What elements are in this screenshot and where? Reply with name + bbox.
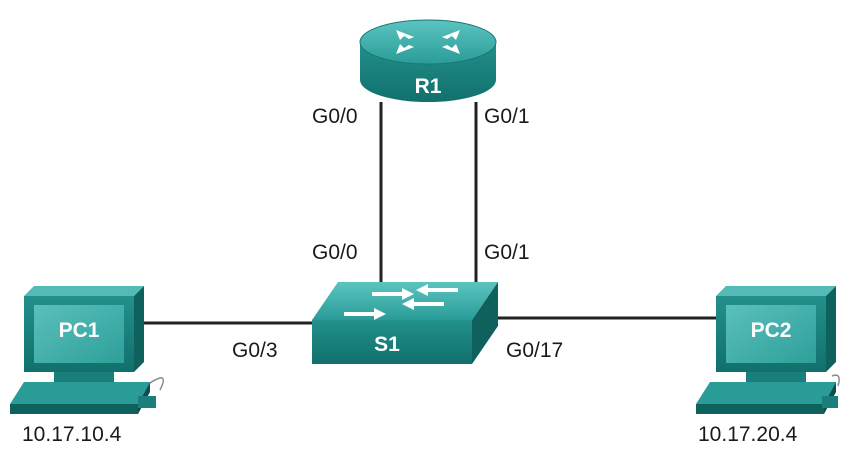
pc2-icon[interactable] [696,286,840,414]
switch-icon[interactable] [312,282,498,364]
r1-port-g01-label: G0/1 [484,105,530,128]
pc1-icon[interactable] [10,286,165,414]
pc2-label: PC2 [750,319,792,342]
s1-port-g017-label: G0/17 [506,339,564,362]
s1-port-g00-label: G0/0 [312,241,358,264]
router-label: R1 [414,75,442,98]
s1-port-g01-label: G0/1 [484,241,530,264]
r1-port-g00-label: G0/0 [312,105,358,128]
pc2-ip-address: 10.17.20.4 [698,423,798,446]
switch-label: S1 [374,333,400,356]
s1-port-g03-label: G0/3 [232,339,278,362]
pc1-ip-address: 10.17.10.4 [22,423,122,446]
router-icon[interactable] [359,19,497,102]
pc1-label: PC1 [58,319,100,342]
